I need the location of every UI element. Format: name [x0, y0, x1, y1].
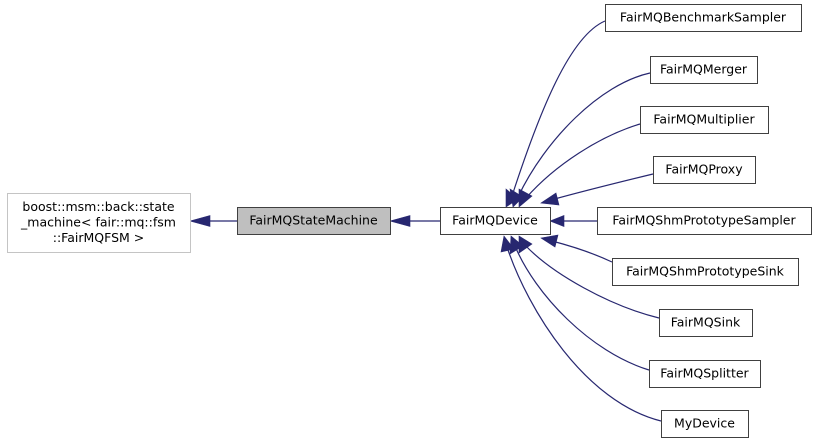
- node-fairmq-sink[interactable]: FairMQSink: [659, 309, 753, 337]
- edge-line: [514, 245, 650, 371]
- node-box[interactable]: [661, 410, 749, 438]
- node-box[interactable]: [650, 56, 758, 84]
- arrowhead-icon: [509, 188, 524, 208]
- edge-line: [506, 246, 662, 422]
- node-label: FairMQShmPrototypeSampler: [612, 212, 796, 227]
- node-label: FairMQShmPrototypeSink: [626, 263, 785, 278]
- node-label: FairMQMultiplier: [653, 111, 755, 126]
- node-label: FairMQBenchmarkSampler: [620, 9, 787, 24]
- edge-fairmq-splitter-to-fairmq-device: [509, 235, 650, 371]
- node-box[interactable]: [605, 4, 802, 32]
- node-box[interactable]: [237, 207, 391, 235]
- edges-layer: [188, 20, 662, 422]
- node-fairmq-merger[interactable]: FairMQMerger: [650, 56, 758, 84]
- node-label: boost::msm::back::state_machine< fair::m…: [20, 199, 176, 245]
- node-label: FairMQProxy: [665, 161, 743, 176]
- node-box[interactable]: [612, 258, 799, 286]
- edge-fairmq-multiplier-to-fairmq-device: [518, 123, 641, 208]
- arrowhead-icon: [540, 234, 559, 248]
- arrowhead-icon: [388, 215, 411, 227]
- nodes-layer: boost::msm::back::state_machine< fair::m…: [7, 4, 812, 438]
- arrowhead-icon: [188, 215, 211, 227]
- edge-line: [523, 243, 660, 319]
- node-fairmq-benchmark-sampler[interactable]: FairMQBenchmarkSampler: [605, 4, 802, 32]
- node-fairmq-state-machine[interactable]: FairMQStateMachine: [237, 207, 391, 235]
- edge-line: [551, 240, 613, 263]
- edge-fairmq-device-to-fairmq-state-machine: [388, 215, 440, 227]
- node-fairmq-shm-prototype-sink[interactable]: FairMQShmPrototypeSink: [612, 258, 799, 286]
- node-box[interactable]: [649, 360, 761, 388]
- node-boost-state-machine[interactable]: boost::msm::back::state_machine< fair::m…: [7, 193, 191, 253]
- edge-fairmq-merger-to-fairmq-device: [509, 72, 651, 208]
- node-box[interactable]: [653, 156, 756, 184]
- arrowhead-icon: [549, 215, 565, 227]
- node-box[interactable]: [640, 106, 769, 134]
- arrowhead-icon: [518, 188, 533, 208]
- node-fairmq-device[interactable]: FairMQDevice: [440, 207, 551, 235]
- node-box[interactable]: [597, 207, 812, 235]
- arrowhead-icon: [540, 192, 560, 206]
- node-label: FairMQSplitter: [660, 365, 749, 380]
- edge-my-device-to-fairmq-device: [500, 235, 662, 422]
- node-label: FairMQSink: [671, 314, 741, 329]
- node-box[interactable]: [7, 193, 191, 253]
- edge-line: [517, 72, 651, 198]
- edge-fairmq-benchmark-sampler-to-fairmq-device: [505, 20, 606, 208]
- node-fairmq-shm-prototype-sampler[interactable]: FairMQShmPrototypeSampler: [597, 207, 812, 235]
- edge-line: [511, 20, 606, 197]
- edge-fairmq-shm-prototype-sink-to-fairmq-device: [540, 234, 613, 263]
- node-label: FairMQMerger: [660, 61, 748, 76]
- node-box[interactable]: [440, 207, 551, 235]
- edge-line: [550, 173, 654, 201]
- node-my-device[interactable]: MyDevice: [661, 410, 749, 438]
- edge-fairmq-state-machine-to-boost-state-machine: [188, 215, 237, 227]
- node-fairmq-multiplier[interactable]: FairMQMultiplier: [640, 106, 769, 134]
- node-fairmq-proxy[interactable]: FairMQProxy: [653, 156, 756, 184]
- edge-line: [525, 123, 641, 199]
- node-fairmq-splitter[interactable]: FairMQSplitter: [649, 360, 761, 388]
- arrowhead-icon: [500, 235, 515, 253]
- node-label: FairMQStateMachine: [249, 212, 378, 227]
- edge-fairmq-proxy-to-fairmq-device: [540, 173, 654, 206]
- node-label: FairMQDevice: [452, 212, 538, 227]
- edge-fairmq-shm-prototype-sampler-to-fairmq-device: [549, 215, 597, 227]
- node-label: MyDevice: [674, 415, 735, 430]
- node-box[interactable]: [659, 309, 753, 337]
